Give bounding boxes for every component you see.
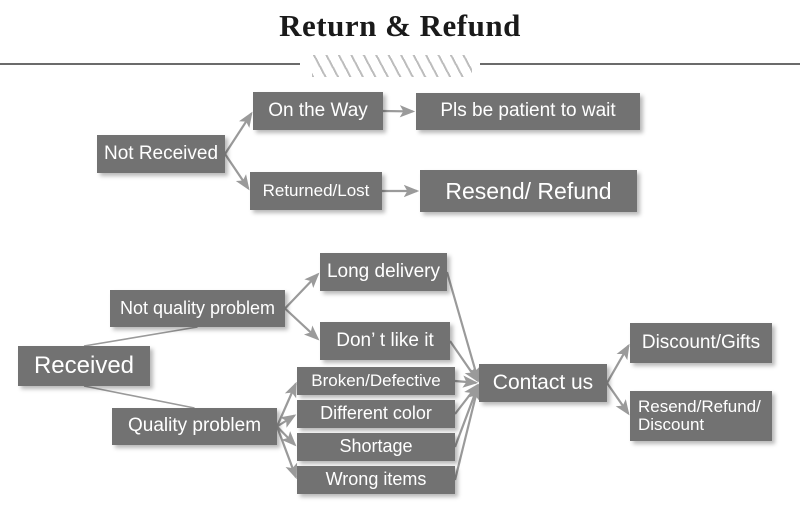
edge-not-received-to-returned-lost [224, 153, 250, 191]
node-not-quality: Not quality problem [110, 290, 285, 327]
node-on-the-way: On the Way [253, 92, 383, 130]
edge-not-quality-to-dont-like [284, 307, 320, 341]
node-contact-us: Contact us [479, 364, 607, 402]
node-returned-lost: Returned/Lost [250, 172, 382, 210]
divider-rule-left [0, 63, 300, 65]
edge-shortage-to-contact-us [453, 383, 480, 448]
node-shortage: Shortage [297, 433, 455, 461]
node-wrong-items: Wrong items [297, 466, 455, 494]
node-different-color: Different color [297, 400, 455, 428]
edge-long-delivery-to-contact-us [445, 271, 481, 383]
divider-rule-right [480, 63, 800, 65]
node-discount-gifts: Discount/Gifts [630, 323, 772, 363]
node-not-received: Not Received [97, 135, 225, 173]
node-pls-wait: Pls be patient to wait [416, 93, 640, 130]
node-dont-like: Don’ t like it [320, 322, 450, 360]
node-resend-discount: Resend/Refund/ Discount [630, 391, 772, 441]
edge-quality-to-broken [275, 381, 297, 427]
edge-not-received-to-on-the-way [224, 111, 253, 155]
page-title: Return & Refund [279, 8, 521, 43]
edge-quality-to-different-color [276, 414, 297, 428]
edge-contact-us-to-resend-discount [606, 382, 630, 416]
node-broken: Broken/Defective [297, 367, 455, 395]
edge-received-to-quality [83, 385, 195, 409]
hatched-divider-icon [312, 55, 472, 77]
edge-quality-to-shortage [276, 425, 297, 447]
node-resend-refund: Resend/ Refund [420, 170, 637, 212]
edge-quality-to-wrong-items [275, 426, 298, 480]
edge-contact-us-to-discount-gifts [606, 343, 630, 384]
edge-different-color-to-contact-us [454, 383, 479, 415]
node-received: Received [18, 346, 150, 386]
node-long-delivery: Long delivery [320, 253, 447, 291]
edge-wrong-items-to-contact-us [453, 383, 482, 481]
edge-not-quality-to-long-delivery [284, 272, 320, 310]
title-divider [0, 55, 800, 77]
edge-broken-to-contact-us [454, 375, 479, 388]
node-quality: Quality problem [112, 408, 277, 445]
edge-received-to-not-quality [83, 326, 198, 347]
